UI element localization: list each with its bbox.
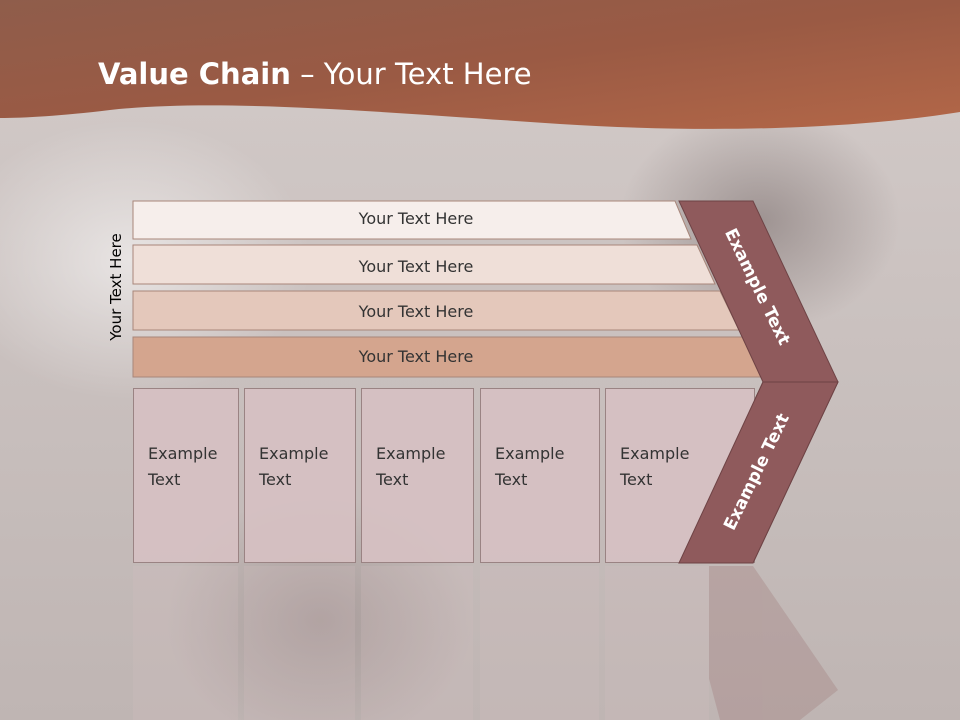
row-label-4: Your Text Here [358,347,474,366]
slide-title: Value Chain – Your Text Here [98,54,532,94]
slide-title-rest: – Your Text Here [290,57,532,91]
row-bar-1 [132,200,692,240]
chevron-reflection [679,566,838,720]
row-label-1: Your Text Here [358,209,474,228]
row-bar-2 [132,244,716,285]
box-reflection-3 [361,566,473,720]
header-wave [0,0,960,129]
row-label-3: Your Text Here [358,302,474,321]
box-reflection-5 [605,566,709,720]
box-reflection-2 [244,566,355,720]
box-reflection-1 [133,566,238,720]
box-reflection-4 [480,566,599,720]
row-label-2: Your Text Here [358,257,474,276]
slide-title-bold: Value Chain [98,57,291,91]
